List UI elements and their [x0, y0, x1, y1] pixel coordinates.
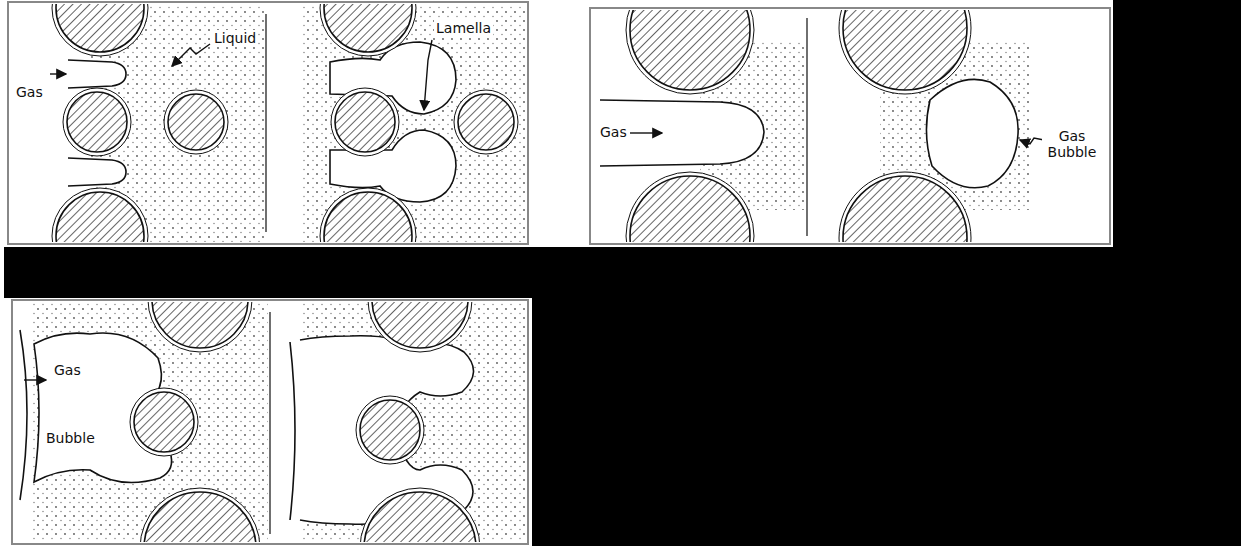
leader-line [24, 40, 1044, 380]
sand-grain [356, 396, 424, 464]
sand-grain [52, 188, 148, 242]
sand-grain [839, 10, 971, 94]
gas-phase [34, 42, 1018, 524]
sand-grain [140, 488, 260, 542]
sand-grain [331, 88, 399, 156]
sand-grain [320, 4, 416, 56]
divider [266, 14, 807, 534]
label: Gas Bubble [1042, 128, 1102, 160]
label: Gas [14, 84, 45, 100]
sand-grain [148, 302, 252, 352]
black-band [4, 247, 532, 298]
sand-grain [626, 10, 754, 94]
black-band [532, 247, 1241, 546]
sand-grain [320, 188, 416, 242]
sand-grain [164, 90, 228, 154]
gas-front [20, 330, 27, 500]
sand-grain [360, 488, 480, 542]
label: Bubble [44, 430, 97, 446]
sand-grain [839, 172, 971, 242]
sand-grain [626, 172, 754, 242]
label: Liquid [212, 30, 258, 46]
label: Gas [598, 124, 629, 140]
label: Lamella [434, 20, 493, 36]
panel-frame [8, 2, 1110, 544]
label: Gas [52, 362, 83, 378]
sand-grain [454, 90, 518, 154]
sand-grain [63, 88, 131, 156]
sand-grain [130, 388, 198, 456]
black-band [1113, 0, 1241, 247]
sand-grain [368, 302, 472, 352]
sand-grain [52, 4, 148, 56]
